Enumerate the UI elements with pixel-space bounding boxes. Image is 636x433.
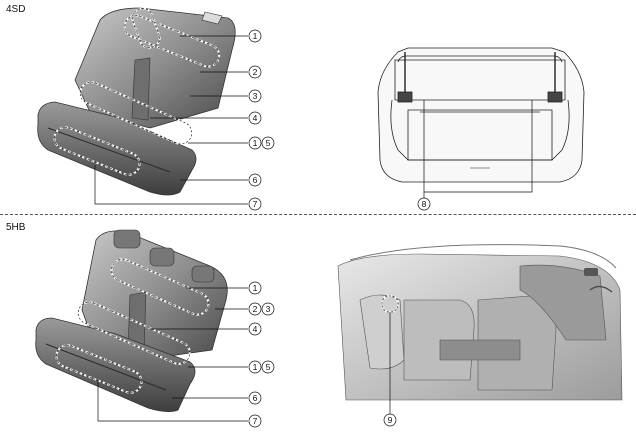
callout-5: 5	[266, 138, 271, 148]
highlight-zones-5hb-inner	[56, 258, 209, 394]
callout-7: 7	[253, 199, 258, 209]
callout-1: 1	[253, 283, 258, 293]
callout-2: 2	[253, 304, 258, 314]
callout-9-group: 9	[383, 413, 397, 427]
callout-8-group: 8	[417, 197, 431, 211]
leader-lines-5hb	[97, 287, 248, 422]
callout-3: 3	[253, 91, 258, 101]
callout-6: 6	[253, 175, 258, 185]
callout-9: 9	[388, 415, 393, 425]
leader-lines-4sd	[94, 35, 248, 205]
interior-view-5hb	[337, 244, 623, 401]
trunk-view-4sd	[377, 47, 585, 183]
section-divider	[0, 214, 636, 215]
callout-4: 4	[253, 324, 258, 334]
callout-7: 7	[253, 416, 258, 426]
callout-1: 1	[253, 362, 258, 372]
rear-seat-4sd	[37, 7, 236, 196]
leader-lines-4sd-trunk	[423, 100, 533, 198]
callouts-4sd: 1 2 3 4 1 5 6 7	[248, 29, 275, 211]
callout-3: 3	[266, 304, 271, 314]
section-label-4sd: 4SD	[6, 4, 26, 15]
callout-8: 8	[422, 199, 427, 209]
callout-5: 5	[266, 362, 271, 372]
callout-6: 6	[253, 393, 258, 403]
callout-1: 1	[253, 138, 258, 148]
callouts-5hb: 1 2 3 4 1 5 6 7	[248, 281, 275, 428]
highlight-zones-4sd-inner	[54, 7, 220, 176]
section-label-5hb: 5HB	[6, 222, 26, 233]
callout-2: 2	[253, 67, 258, 77]
callout-4: 4	[253, 113, 258, 123]
callout-1: 1	[253, 31, 258, 41]
